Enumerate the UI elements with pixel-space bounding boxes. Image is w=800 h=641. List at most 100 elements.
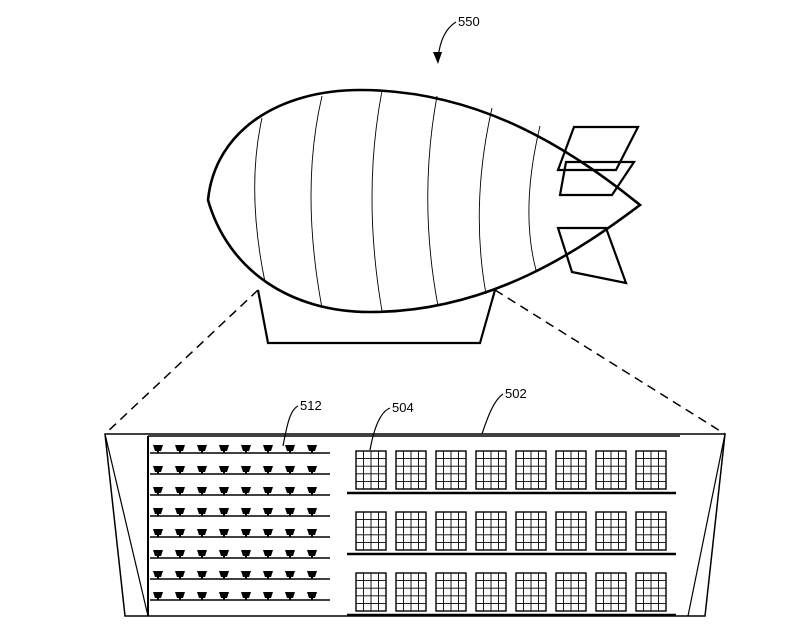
airship xyxy=(206,88,643,345)
drone-icon xyxy=(197,550,207,556)
inventory-unit xyxy=(515,572,547,612)
drone-mount xyxy=(157,472,159,474)
inventory-unit xyxy=(475,511,507,551)
drone-mount xyxy=(157,451,159,453)
envelope-ribs xyxy=(254,90,541,312)
drone-mount xyxy=(223,535,225,537)
facility-right-wall xyxy=(687,433,726,617)
inventory-unit xyxy=(355,572,387,612)
drone-icon xyxy=(197,487,207,493)
drone-mount xyxy=(311,514,313,516)
drone-mount xyxy=(245,451,247,453)
drone-bays xyxy=(150,445,330,601)
drone-icon xyxy=(153,529,163,535)
drone-icon xyxy=(307,466,317,472)
drone-mount xyxy=(179,451,181,453)
ref-504-leader xyxy=(369,407,391,451)
inventory-unit xyxy=(595,511,627,551)
drone-icon xyxy=(241,445,251,451)
drone-icon xyxy=(241,571,251,577)
inventory-unit xyxy=(435,511,467,551)
airship-gondola xyxy=(256,289,497,345)
drone-mount xyxy=(157,514,159,516)
drone-icon xyxy=(241,508,251,514)
drone-mount xyxy=(201,556,203,558)
ref-label-502: 502 xyxy=(505,386,527,401)
ref-512-leader xyxy=(282,405,299,447)
arrow-head-icon xyxy=(433,52,442,64)
drone-mount xyxy=(289,535,291,537)
drone-icon xyxy=(285,592,295,598)
inventory-unit xyxy=(515,511,547,551)
drone-icon xyxy=(263,487,273,493)
airship-envelope xyxy=(206,88,643,314)
inventory-unit xyxy=(475,572,507,612)
drone-icon xyxy=(263,529,273,535)
drone-mount xyxy=(223,556,225,558)
inventory-unit xyxy=(395,572,427,612)
ref-512: 512 xyxy=(282,398,322,447)
drone-mount xyxy=(179,598,181,600)
drone-icon xyxy=(219,487,229,493)
ref-label-512: 512 xyxy=(300,398,322,413)
drone-icon xyxy=(263,571,273,577)
drone-mount xyxy=(267,514,269,516)
drone-icon xyxy=(285,445,295,451)
drone-icon xyxy=(197,466,207,472)
drone-icon xyxy=(307,571,317,577)
drone-mount xyxy=(289,493,291,495)
drone-icon xyxy=(285,508,295,514)
drone-mount xyxy=(179,493,181,495)
drone-icon xyxy=(219,550,229,556)
drone-mount xyxy=(311,535,313,537)
drone-icon xyxy=(175,571,185,577)
drone-mount xyxy=(267,472,269,474)
inventory-unit xyxy=(355,511,387,551)
drone-icon xyxy=(241,550,251,556)
drone-mount xyxy=(157,577,159,579)
inventory-unit xyxy=(355,450,387,490)
envelope-rib xyxy=(310,95,323,309)
drone-icon xyxy=(175,487,185,493)
drone-mount xyxy=(245,493,247,495)
drone-icon xyxy=(241,466,251,472)
fulfillment-center xyxy=(104,433,726,617)
drone-icon xyxy=(285,529,295,535)
drone-icon xyxy=(153,445,163,451)
drone-icon xyxy=(153,571,163,577)
inventory-unit xyxy=(555,511,587,551)
drone-icon xyxy=(285,487,295,493)
drone-mount xyxy=(289,472,291,474)
drone-icon xyxy=(175,508,185,514)
drone-mount xyxy=(179,535,181,537)
drone-icon xyxy=(175,445,185,451)
inventory-unit xyxy=(595,450,627,490)
drone-mount xyxy=(267,451,269,453)
drone-icon xyxy=(219,592,229,598)
drone-icon xyxy=(153,592,163,598)
drone-mount xyxy=(245,577,247,579)
drone-mount xyxy=(245,535,247,537)
drone-mount xyxy=(311,556,313,558)
envelope-rib xyxy=(427,95,439,307)
drone-mount xyxy=(289,556,291,558)
drone-icon xyxy=(219,508,229,514)
ref-504: 504 xyxy=(369,400,414,451)
drone-icon xyxy=(263,445,273,451)
inventory-unit xyxy=(475,450,507,490)
drone-icon xyxy=(153,550,163,556)
drone-mount xyxy=(179,577,181,579)
drone-mount xyxy=(201,598,203,600)
drone-mount xyxy=(289,451,291,453)
drone-mount xyxy=(245,472,247,474)
envelope-rib xyxy=(478,107,493,295)
drone-icon xyxy=(153,466,163,472)
drone-mount xyxy=(245,556,247,558)
drone-mount xyxy=(245,598,247,600)
projection-line-right xyxy=(494,289,726,435)
drone-icon xyxy=(197,571,207,577)
drone-mount xyxy=(311,577,313,579)
inventory-unit xyxy=(555,572,587,612)
drone-mount xyxy=(201,577,203,579)
drone-mount xyxy=(267,598,269,600)
